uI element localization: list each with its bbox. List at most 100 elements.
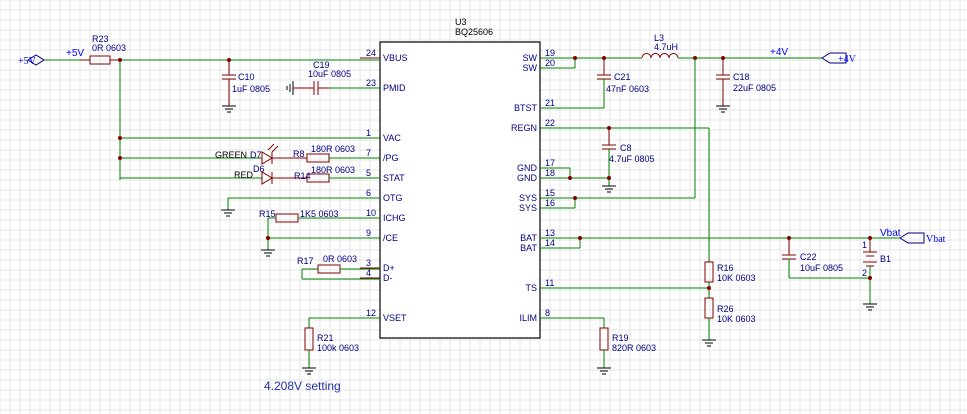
d6-led[interactable]: [261, 171, 273, 185]
chip-pin-name: TS: [525, 283, 537, 293]
chip-pin-name: GND: [517, 173, 538, 183]
r16-ref: R16: [717, 263, 734, 273]
l3-value: 4.7uH: [654, 42, 678, 52]
ground-icon: [222, 105, 236, 113]
r26-ref: R26: [717, 304, 734, 314]
net-label-5v: +5V: [66, 48, 84, 59]
c8-ref: C8: [620, 143, 632, 153]
chip-pin-name: BTST: [514, 103, 538, 113]
junction-sys-pins: [573, 196, 577, 200]
c22-ref: C22: [800, 252, 817, 262]
r26-resistor[interactable]: [704, 297, 714, 319]
r15-resistor[interactable]: [275, 213, 299, 223]
chip-pin-name: PMID: [383, 83, 406, 93]
c10-ref: C10: [238, 72, 255, 82]
chip-pin-number: 24: [366, 48, 376, 58]
r16-resistor[interactable]: [704, 261, 714, 283]
l3-inductor[interactable]: [641, 53, 679, 59]
chip-pin-name: SYS: [519, 203, 537, 213]
port-4v-out-label: +4V: [838, 54, 857, 65]
r23-ref: R23: [92, 34, 109, 44]
c22-value: 10uF 0805: [800, 263, 843, 273]
d7-led[interactable]: [261, 151, 273, 165]
r21-resistor[interactable]: [304, 327, 314, 351]
chip-pin-number: 15: [545, 188, 555, 198]
junction-gnd-c8: [607, 176, 611, 180]
junction-bat: [578, 236, 582, 240]
b1-pin2: 2: [862, 268, 867, 278]
chip-pin-number: 5: [366, 168, 371, 178]
chip-pin-number: 6: [366, 188, 371, 198]
chip-pin-number: 3: [366, 258, 371, 268]
chip-pin-number: 14: [545, 238, 555, 248]
port-vbat-label: Vbat: [926, 234, 946, 245]
r15-ref: R15: [259, 209, 276, 219]
port-4v-out[interactable]: [821, 52, 847, 64]
d7-light-arrows-icon: [267, 143, 279, 153]
c18-value: 22uF 0805: [733, 83, 776, 93]
d7-ref: D7: [250, 150, 262, 160]
ground-icon: [602, 185, 616, 193]
chip-pin-name: VAC: [383, 133, 401, 143]
b1-ref: B1: [880, 254, 891, 264]
ground-icon: [716, 105, 730, 113]
chip-pin-name: OTG: [383, 193, 403, 203]
junction-vac: [118, 136, 122, 140]
r17-resistor[interactable]: [317, 264, 341, 274]
chip-pin-name: STAT: [383, 173, 405, 183]
chip-part: BQ25606: [455, 27, 493, 37]
d7-name: GREEN: [215, 150, 247, 160]
chip-pin-name: VSET: [383, 313, 407, 323]
r19-resistor[interactable]: [599, 327, 609, 351]
chip-pin-number: 13: [545, 228, 555, 238]
junction-gnd: [568, 176, 572, 180]
chip-pin-number: 18: [545, 168, 555, 178]
ground-icon: [286, 81, 294, 95]
chip-pin-name: VBUS: [383, 53, 408, 63]
chip-pin-number: 9: [366, 228, 371, 238]
r19-ref: R19: [612, 333, 629, 343]
chip-pin-number: 23: [366, 78, 376, 88]
junction-d7: [118, 156, 122, 160]
port-5v-in-label: +5V: [18, 56, 37, 67]
r17-value: 0R 0603: [323, 254, 357, 264]
chip-pin-number: 7: [366, 148, 371, 158]
junction-b1-gnd: [868, 276, 872, 280]
chip-pin-name: REGN: [511, 123, 537, 133]
chip-pin-name: BAT: [520, 233, 537, 243]
chip-pin-number: 10: [366, 208, 376, 218]
r23-value: 0R 0603: [92, 43, 126, 53]
junction-ts: [707, 286, 711, 290]
chip-pin-number: 21: [545, 98, 555, 108]
chip-body-u3[interactable]: [379, 41, 541, 339]
junction-r23: [118, 58, 122, 62]
r26-value: 10K 0603: [717, 314, 756, 324]
chip-pin-name: /CE: [383, 233, 398, 243]
c19-value: 10uF 0805: [308, 69, 351, 79]
r15-value: 1K5 0603: [300, 209, 339, 219]
chip-pin-name: BAT: [520, 243, 537, 253]
r21-value: 100k 0603: [317, 343, 359, 353]
r14-ref: R14: [294, 171, 311, 181]
chip-pin-number: 17: [545, 158, 555, 168]
chip-pin-name: D+: [383, 263, 395, 273]
port-vbat[interactable]: [899, 232, 925, 244]
c8-value: 4.7uF 0805: [609, 154, 655, 164]
r14-value: 180R 0603: [311, 165, 355, 175]
ground-icon: [221, 209, 235, 217]
ground-icon: [261, 249, 275, 257]
note-vset: 4.208V setting: [264, 379, 341, 393]
chip-pin-number: 22: [545, 118, 555, 128]
chip-pin-number: 20: [545, 58, 555, 68]
c21-value: 47nF 0603: [606, 84, 649, 94]
chip-pin-name: SYS: [519, 193, 537, 203]
r16-value: 10K 0603: [717, 273, 756, 283]
d6-ref: D6: [253, 164, 265, 174]
chip-pin-name: SW: [523, 53, 538, 63]
r17-ref: R17: [297, 256, 314, 266]
chip-ref: U3: [455, 17, 467, 27]
ground-icon: [597, 367, 611, 375]
c19-ref: C19: [313, 60, 330, 70]
